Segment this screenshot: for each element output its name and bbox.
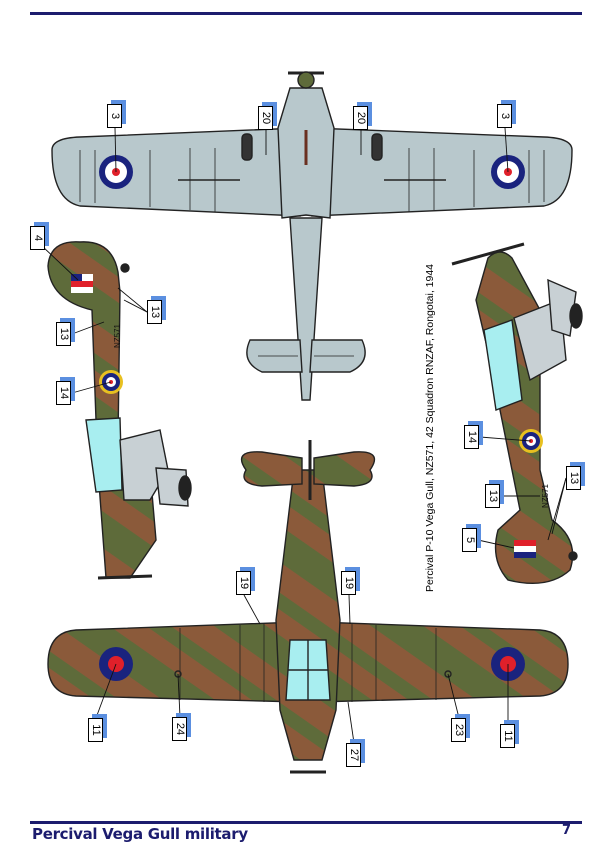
callout-3-right-underwing: 3 xyxy=(497,100,516,128)
callout-20-left: 20 xyxy=(258,102,277,130)
callout-4-fin-flag: 4 xyxy=(30,222,49,250)
callout-13-left-b: 13 xyxy=(56,318,75,346)
callout-5-fin-flag: 5 xyxy=(462,524,481,552)
serial-left: NZ571 xyxy=(113,323,122,348)
callout-19-right: 19 xyxy=(341,567,360,595)
underside-view xyxy=(51,71,573,401)
left-side-view: NZ571 xyxy=(47,241,192,580)
callout-23: 23 xyxy=(451,714,470,742)
callout-13-right-b: 13 xyxy=(485,480,504,508)
callout-14-right-roundel: 14 xyxy=(464,421,483,449)
callout-13-left-a: 13 xyxy=(147,296,166,324)
callout-leader-lines xyxy=(41,127,567,744)
header-rule xyxy=(30,12,582,15)
footer-title: Percival Vega Gull military xyxy=(32,825,248,843)
right-side-view: NZ571 xyxy=(451,242,583,585)
callout-27: 27 xyxy=(346,739,365,767)
serial-right: NZ571 xyxy=(541,483,550,508)
page-number: 7 xyxy=(562,823,572,838)
callout-20-right: 20 xyxy=(353,102,372,130)
callout-11-right-topwing: 11 xyxy=(500,720,519,748)
callout-14-left-roundel: 14 xyxy=(56,377,75,405)
aircraft-caption: Percival P-10 Vega Gull, NZ571, 42 Squad… xyxy=(424,263,436,592)
callout-19-left: 19 xyxy=(236,567,255,595)
callout-11-left-topwing: 11 xyxy=(88,714,107,742)
footer-rule xyxy=(30,821,582,824)
callout-3-left-underwing: 3 xyxy=(107,100,126,128)
callout-13-right-a: 13 xyxy=(566,462,585,490)
callout-24: 24 xyxy=(172,713,191,741)
